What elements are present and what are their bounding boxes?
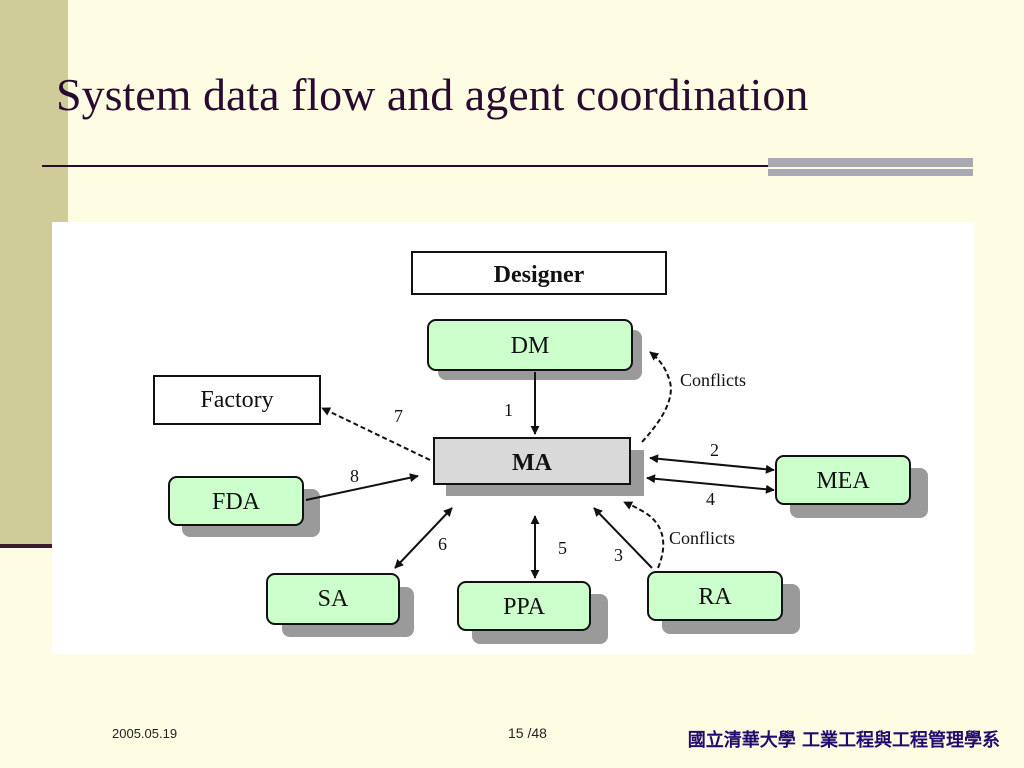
- edge-label-1: 1: [504, 400, 513, 420]
- edge-ra-to-ma: [593, 507, 653, 569]
- ppa-label: PPA: [503, 594, 545, 620]
- ma-box: [433, 437, 631, 485]
- edge-ma-to-factory: [321, 407, 431, 461]
- edge-fda-to-ma: [305, 473, 419, 501]
- diagram-panel: Designer Factory DM MA FDA MEA SA PPA RA…: [52, 222, 974, 654]
- edge-label-7: 7: [394, 406, 403, 426]
- edge-mea-to-ma: [646, 474, 775, 494]
- factory-box: [153, 375, 321, 425]
- edge-ma-to-mea: [649, 454, 775, 474]
- footer-organization: 國立清華大學 工業工程與工程管理學系: [687, 730, 1000, 751]
- dm-label: DM: [511, 333, 550, 359]
- edge-label-conflicts-bottom: Conflicts: [669, 528, 735, 548]
- fda-box: [168, 476, 304, 526]
- designer-label: Designer: [494, 262, 585, 288]
- slide-title: System data flow and agent coordination: [56, 69, 809, 120]
- edge-label-6: 6: [438, 534, 447, 554]
- edge-label-8: 8: [350, 466, 359, 486]
- ma-label: MA: [512, 450, 553, 476]
- fda-label: FDA: [212, 489, 261, 515]
- mea-label: MEA: [816, 468, 870, 494]
- sa-box: [266, 573, 400, 625]
- dm-box: [427, 319, 633, 371]
- edge-label-2: 2: [710, 440, 719, 460]
- footer-date: 2005.05.19: [112, 726, 178, 741]
- data-flow-diagram: Designer Factory DM MA FDA MEA SA PPA RA…: [153, 251, 928, 644]
- edge-conflicts-ma-to-dm: [641, 351, 672, 443]
- title-underline: [42, 165, 772, 167]
- designer-box: [411, 251, 667, 295]
- slide-side-accent-line: [0, 544, 52, 548]
- edge-label-4: 4: [706, 489, 715, 509]
- edge-label-5: 5: [558, 538, 567, 558]
- edge-ma-sa: [394, 507, 453, 569]
- sa-label: SA: [318, 586, 349, 612]
- ra-label: RA: [698, 584, 732, 610]
- factory-label: Factory: [200, 387, 273, 413]
- edge-label-conflicts-top: Conflicts: [680, 370, 746, 390]
- title-underline-accent: [768, 158, 973, 178]
- mea-box: [775, 455, 911, 505]
- footer-page-number: 15 /48: [508, 725, 547, 741]
- edge-label-3: 3: [614, 545, 623, 565]
- ra-box: [647, 571, 783, 621]
- edge-conflicts-ra-to-ma: [623, 501, 665, 569]
- ppa-box: [457, 581, 591, 631]
